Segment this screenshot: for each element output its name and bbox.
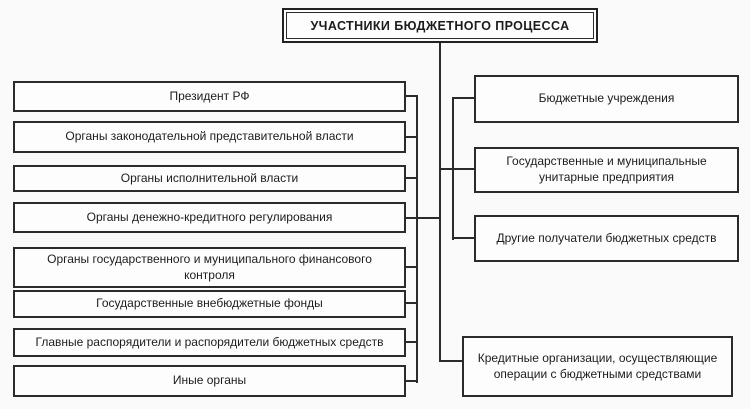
- node-budget-institutions: Бюджетные учреждения: [474, 75, 739, 123]
- node-other-recipients: Другие получатели бюджетных средств: [474, 215, 739, 262]
- connector-left-spine: [416, 95, 418, 383]
- connector-stub-left-3: [406, 177, 418, 179]
- connector-center-spine: [439, 43, 441, 362]
- connector-stub-left-4-to-center: [406, 217, 441, 219]
- node-financial-control: Органы государственного и муниципального…: [13, 247, 406, 288]
- connector-stub-right-4-from-center: [439, 360, 462, 362]
- connector-stub-right-1: [452, 97, 474, 99]
- node-legislative-authorities: Органы законодательной представительной …: [13, 121, 406, 153]
- connector-stub-left-1: [406, 95, 418, 97]
- node-unitary-enterprises: Государственные и муниципальные унитарны…: [474, 147, 739, 193]
- connector-stub-left-2: [406, 136, 418, 138]
- connector-stub-left-5: [406, 266, 418, 268]
- diagram-title: УЧАСТНИКИ БЮДЖЕТНОГО ПРОЦЕССА: [286, 12, 594, 39]
- node-other-bodies: Иные органы: [13, 365, 406, 397]
- node-credit-organizations: Кредитные организации, осуществляющие оп…: [462, 336, 733, 397]
- connector-stub-right-2-from-center: [439, 168, 474, 170]
- node-monetary-regulation: Органы денежно-кредитного регулирования: [13, 202, 406, 233]
- node-executive-authorities: Органы исполнительной власти: [13, 165, 406, 192]
- node-extrabudgetary-funds: Государственные внебюджетные фонды: [13, 290, 406, 318]
- connector-stub-left-8: [406, 380, 418, 382]
- diagram-title-box: УЧАСТНИКИ БЮДЖЕТНОГО ПРОЦЕССА: [282, 8, 598, 43]
- connector-stub-right-3: [452, 237, 474, 239]
- node-budget-administrators: Главные распорядители и распорядители бю…: [13, 328, 406, 357]
- connector-stub-left-7: [406, 341, 418, 343]
- node-president-rf: Президент РФ: [13, 81, 406, 112]
- connector-stub-left-6: [406, 302, 418, 304]
